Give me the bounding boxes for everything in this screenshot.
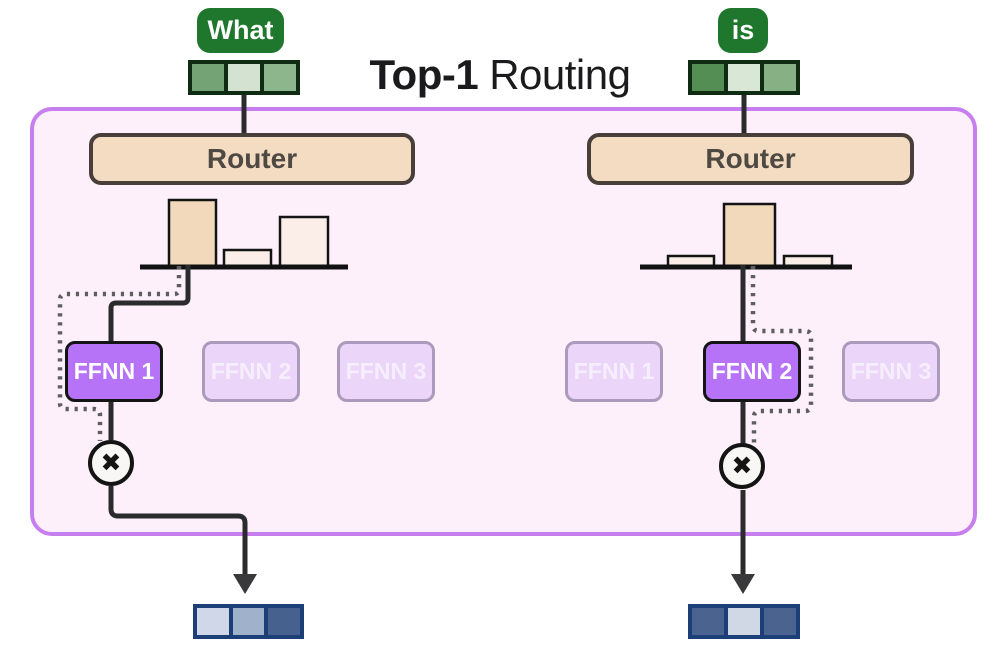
embedding-cell [232, 608, 265, 635]
embedding-cell [692, 64, 724, 91]
embedding-cell [228, 64, 260, 91]
expert-right-ffnn3: FFNN 3 [842, 341, 940, 402]
expert-right-ffnn1: FFNN 1 [565, 341, 663, 402]
expert-left-ffnn1: FFNN 1 [65, 341, 163, 402]
token-chip-is: is [718, 8, 768, 53]
embedding-cell [728, 64, 760, 91]
embedding-cell [268, 608, 301, 635]
output-embedding-left [193, 604, 304, 639]
output-embedding-right [688, 604, 800, 639]
arrowhead-left [233, 574, 257, 594]
embedding-cell [764, 64, 796, 91]
figure-title: Top-1 Routing [280, 49, 720, 101]
embedding-cell [764, 608, 796, 635]
expert-left-ffnn3: FFNN 3 [337, 341, 435, 402]
embedding-cell [692, 608, 724, 635]
expert-right-ffnn2: FFNN 2 [703, 341, 801, 402]
input-embedding-right [688, 60, 800, 95]
multiply-gate-icon-right: ✖ [719, 443, 765, 489]
input-embedding-left [188, 60, 300, 95]
title-highlight: Top-1 [369, 51, 479, 98]
title-rest: Routing [489, 51, 631, 98]
embedding-cell [264, 64, 296, 91]
embedding-cell [197, 608, 229, 635]
arrowhead-right [731, 574, 755, 594]
multiply-gate-icon-left: ✖ [88, 440, 134, 486]
expert-left-ffnn2: FFNN 2 [202, 341, 300, 402]
embedding-cell [192, 64, 224, 91]
router-left: Router [89, 133, 415, 185]
token-chip-what: What [197, 8, 284, 53]
router-right: Router [587, 133, 914, 185]
embedding-cell [728, 608, 760, 635]
